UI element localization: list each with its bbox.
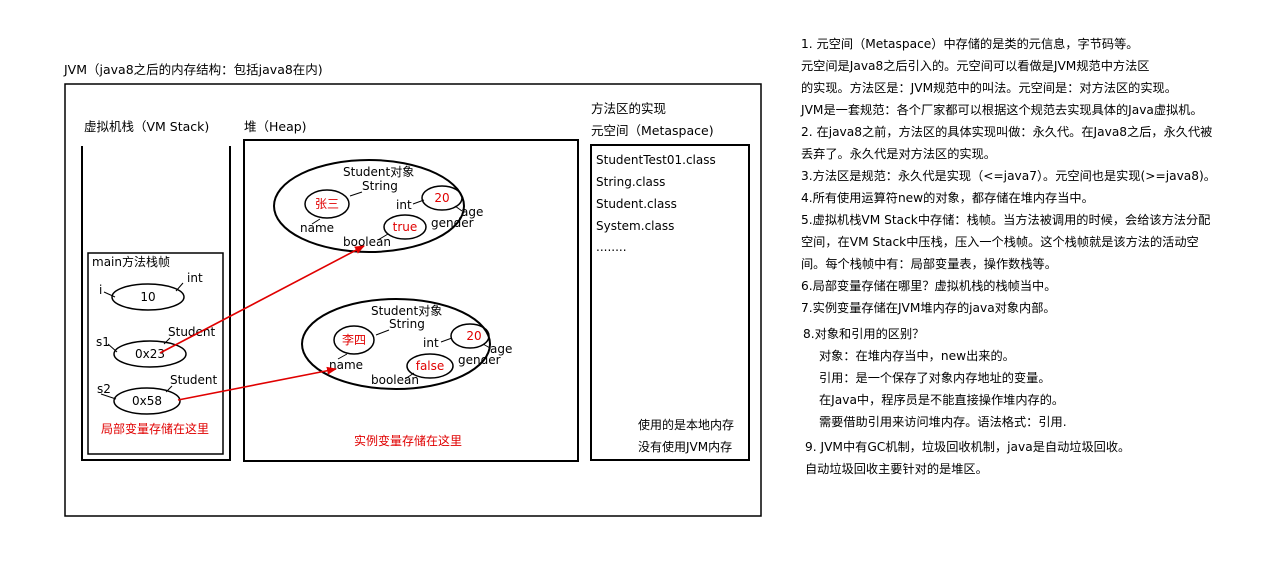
student-object-2: Student对象 String 李四 name 20 int age gend…: [301, 298, 512, 390]
note-line: 元空间是Java8之后引入的。元空间可以看做是JVM规范中方法区: [801, 59, 1150, 73]
note-line: 在Java中，程序员是不能直接操作堆内存的。: [819, 393, 1065, 407]
note-line: JVM是一套规范：各个厂家都可以根据这个规范去实现具体的Java虚拟机。: [801, 103, 1203, 117]
var-s1-type: Student: [168, 325, 216, 339]
stack-caption: 局部变量存储在这里: [101, 421, 209, 436]
object-2-string-connector: [375, 329, 390, 336]
object-1-int-connector: [412, 199, 425, 205]
note-line: 6.局部变量存储在哪里？虚拟机栈的栈帧当中。: [801, 279, 1057, 293]
object-1-age-value: 20: [434, 191, 449, 205]
object-2-gender-cell: [406, 353, 454, 379]
var-i-name: i: [99, 283, 102, 297]
jvm-title: JVM（java8之后的内存结构：包括java8在内): [63, 62, 323, 77]
var-s1-value: 0x23: [135, 347, 165, 361]
s1-reference-arrow: [159, 245, 365, 354]
object-1-title: Student对象: [343, 165, 414, 179]
class-entry: Student.class: [596, 197, 677, 211]
note-line: 4.所有使用运算符new的对象，都存储在堆内存当中。: [801, 191, 1094, 205]
object-1-gender-label: gender: [431, 216, 474, 230]
metaspace-note-2: 没有使用JVM内存: [638, 439, 732, 454]
object-1-age-label: age: [461, 205, 483, 219]
var-s1-name: s1: [96, 335, 110, 349]
heap-box: [243, 139, 579, 462]
var-s2-type: Student: [170, 373, 218, 387]
note-line: 丢弃了。永久代是对方法区的实现。: [801, 147, 996, 161]
object-2-name-connector: [337, 353, 348, 360]
class-entry: StudentTest01.class: [596, 153, 716, 167]
note-line: 的实现。方法区是：JVM规范中的叫法。元空间是：对方法区的实现。: [801, 81, 1177, 95]
note-line: 对象：在堆内存当中，new出来的。: [819, 349, 1015, 363]
note-line: 空间，在VM Stack中压栈，压入一个栈帧。这个栈帧就是该方法的活动空: [801, 235, 1199, 249]
object-1-int-label: int: [396, 198, 412, 212]
var-s2-cell: [113, 387, 181, 415]
object-1-boolean-connector: [377, 233, 389, 241]
object-2-string-label: String: [389, 317, 425, 331]
jvm-memory-diagram: JVM（java8之后的内存结构：包括java8在内) 虚拟机栈（VM Stac…: [63, 62, 762, 517]
object-2-age-connector: [482, 343, 491, 349]
class-entry: System.class: [596, 219, 674, 233]
var-s2-name: s2: [97, 382, 111, 396]
object-1-name-connector: [311, 218, 321, 225]
object-2-gender-label: gender: [458, 353, 501, 367]
note-line: 1. 元空间（Metaspace）中存储的是类的元信息，字节码等。: [801, 37, 1139, 51]
metaspace-note-1: 使用的是本地内存: [638, 417, 734, 432]
stack-title: 虚拟机栈（VM Stack): [84, 119, 209, 134]
metaspace-heading: 元空间（Metaspace): [591, 123, 714, 138]
s2-reference-arrow: [177, 366, 337, 401]
object-2-age-value: 20: [466, 329, 481, 343]
note-line: 间。每个栈帧中有：局部变量表，操作数栈等。: [801, 257, 1057, 271]
main-stack-frame: [87, 252, 224, 455]
object-2-boolean-label: boolean: [371, 373, 419, 387]
note-line: 3.方法区是规范：永久代是实现（<=java7）。元空间也是实现(>=java8…: [801, 169, 1216, 183]
jvm-box: [64, 83, 762, 517]
object-1-gender-value: true: [393, 220, 418, 234]
object-1-age-cell: [421, 185, 463, 211]
object-2-age-label: age: [490, 342, 512, 356]
metaspace-box: [590, 144, 750, 461]
stack-container: [81, 146, 231, 461]
note-line: 2. 在java8之前，方法区的具体实现叫做：永久代。在Java8之后，永久代被: [801, 125, 1213, 139]
object-1-name-value: 张三: [315, 197, 339, 211]
object-2-name-cell: [333, 325, 375, 355]
note-line: 引用：是一个保存了对象内存地址的变量。: [819, 371, 1051, 385]
object-1-string-label: String: [362, 179, 398, 193]
var-i-cell: [111, 283, 185, 311]
note-line: 5.虚拟机栈VM Stack中存储：栈帧。当方法被调用的时候，会给该方法分配: [801, 213, 1211, 227]
var-s2-name-connector: [100, 393, 117, 400]
note-line: 需要借助引用来访问堆内存。语法格式：引用.: [819, 415, 1067, 429]
object-1-age-connector: [454, 205, 463, 212]
note-line: 9. JVM中有GC机制，垃圾回收机制，java是自动垃圾回收。: [805, 440, 1131, 454]
object-2-name-label: name: [329, 358, 363, 372]
object-1-outline: [273, 159, 465, 253]
object-2-name-value: 李四: [342, 332, 366, 347]
heap-title: 堆（Heap): [244, 119, 307, 134]
var-i-name-connector: [103, 291, 116, 298]
object-1-boolean-label: boolean: [343, 235, 391, 249]
class-entry: ........: [596, 240, 627, 254]
var-s1-type-connector: [163, 337, 171, 345]
method-area-heading: 方法区的实现: [591, 101, 666, 116]
object-2-outline: [301, 298, 491, 390]
object-2-gender-value: false: [416, 359, 445, 373]
class-entry: String.class: [596, 175, 665, 189]
object-2-title: Student对象: [371, 304, 442, 318]
object-2-age-cell: [450, 323, 490, 349]
var-s1-cell: [113, 340, 187, 368]
object-1-string-connector: [349, 191, 363, 197]
var-i-type: int: [187, 271, 203, 285]
heap-caption: 实例变量存储在这里: [354, 433, 462, 448]
note-line: 自动垃圾回收主要针对的是堆区。: [805, 462, 988, 476]
note-line: 7.实例变量存储在JVM堆内存的java对象内部。: [801, 301, 1056, 315]
object-1-name-cell: [304, 189, 350, 219]
object-2-int-label: int: [423, 336, 439, 350]
object-2-int-connector: [440, 337, 453, 343]
notes-panel: 1. 元空间（Metaspace）中存储的是类的元信息，字节码等。 元空间是Ja…: [801, 33, 1261, 480]
object-2-boolean-connector: [404, 372, 415, 380]
object-1-gender-cell: [383, 214, 427, 240]
var-s2-value: 0x58: [132, 394, 162, 408]
student-object-1: Student对象 String 张三 name 20 int age gend…: [273, 159, 483, 253]
var-i-value: 10: [140, 290, 155, 304]
frame-title: main方法栈帧: [92, 254, 170, 269]
object-1-name-label: name: [300, 221, 334, 235]
note-line: 8.对象和引用的区别？: [803, 327, 925, 341]
